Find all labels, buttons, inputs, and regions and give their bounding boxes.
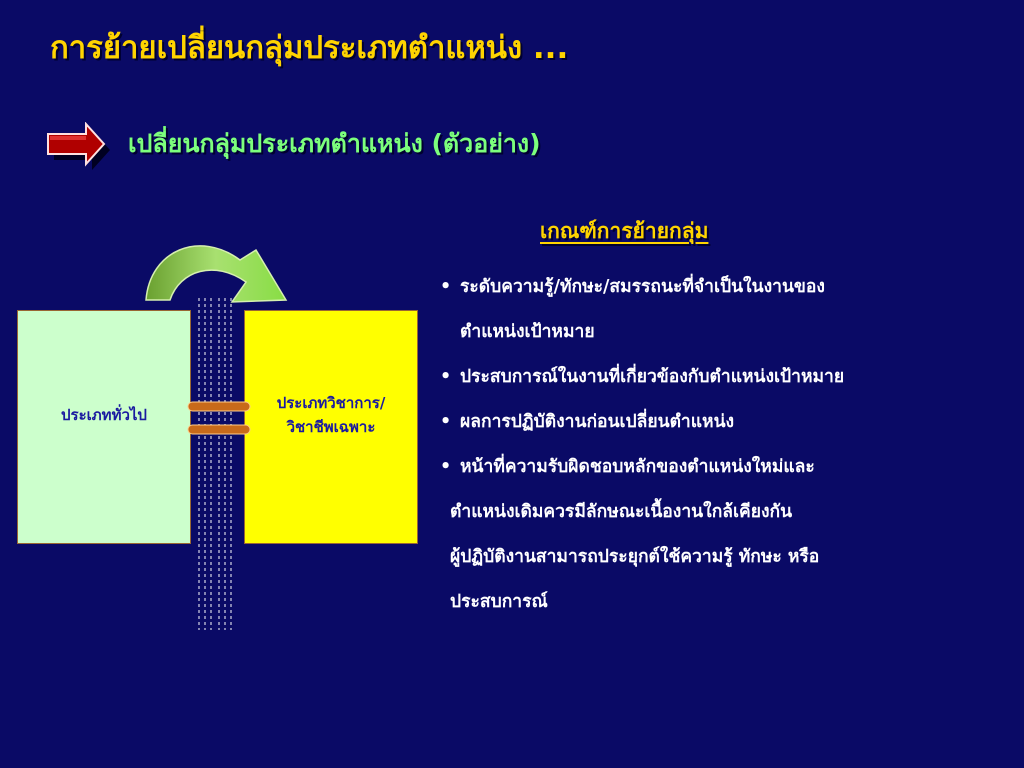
list-item-text: ระดับความรู้/ทักษะ/สมรรถนะที่จำเป็นในงาน… [460,277,825,297]
diagram-graphics [145,245,288,630]
criteria-list: • ระดับความรู้/ทักษะ/สมรรถนะที่จำเป็นในง… [438,276,998,636]
slide-title: การย้ายเปลี่ยนกลุ่มประเภทตำแหน่ง ... [50,30,569,66]
list-item: • ผลการปฏิบัติงานก่อนเปลี่ยนตำแหน่ง [438,411,998,433]
academic-type-box: ประเภทวิชาการ/ วิชาชีพเฉพาะ [244,310,418,544]
list-item: • ประสบการณ์ในงานที่เกี่ยวข้องกับตำแหน่ง… [438,366,998,388]
list-item-text: ผลการปฏิบัติงานก่อนเปลี่ยนตำแหน่ง [460,412,735,432]
academic-type-label: ประเภทวิชาการ/ วิชาชีพเฉพาะ [276,394,386,436]
connector-bars [187,401,251,435]
list-item-text: ตำแหน่งเป้าหมาย [460,322,595,342]
connector-graphics [187,401,251,435]
list-item-text: ประสบการณ์ [450,592,548,612]
list-item-text: ประสบการณ์ในงานที่เกี่ยวข้องกับตำแหน่งเป… [460,367,845,387]
list-item: • ระดับความรู้/ทักษะ/สมรรถนะที่จำเป็นในง… [438,276,998,343]
slide-subtitle: เปลี่ยนกลุ่มประเภทตำแหน่ง (ตัวอย่าง) [128,129,541,158]
barrier-lines [198,298,232,630]
general-type-label: ประเภททั่วไป [61,406,147,424]
list-item-text: หน้าที่ความรับผิดชอบหลักของตำแหน่งใหม่แล… [460,457,815,477]
right-arrow-icon [47,122,110,170]
curved-arrow-icon [145,245,288,303]
bullet-icon: • [440,412,452,432]
bullet-icon: • [440,277,452,297]
bullet-icon: • [440,457,452,477]
bullet-icon: • [440,367,452,387]
list-item-text: ตำแหน่งเดิมควรมีลักษณะเนื้องานใกล้เคียงก… [450,502,793,522]
transfer-diagram: ประเภททั่วไป ประเภทวิชาการ/ วิชาชีพเฉพาะ [0,230,430,650]
list-item-text: ผู้ปฏิบัติงานสามารถประยุกต์ใช้ความรู้ ทั… [450,547,820,567]
list-item: • หน้าที่ความรับผิดชอบหลักของตำแหน่งใหม่… [438,456,998,613]
criteria-heading: เกณฑ์การย้ายกลุ่ม [540,219,709,243]
